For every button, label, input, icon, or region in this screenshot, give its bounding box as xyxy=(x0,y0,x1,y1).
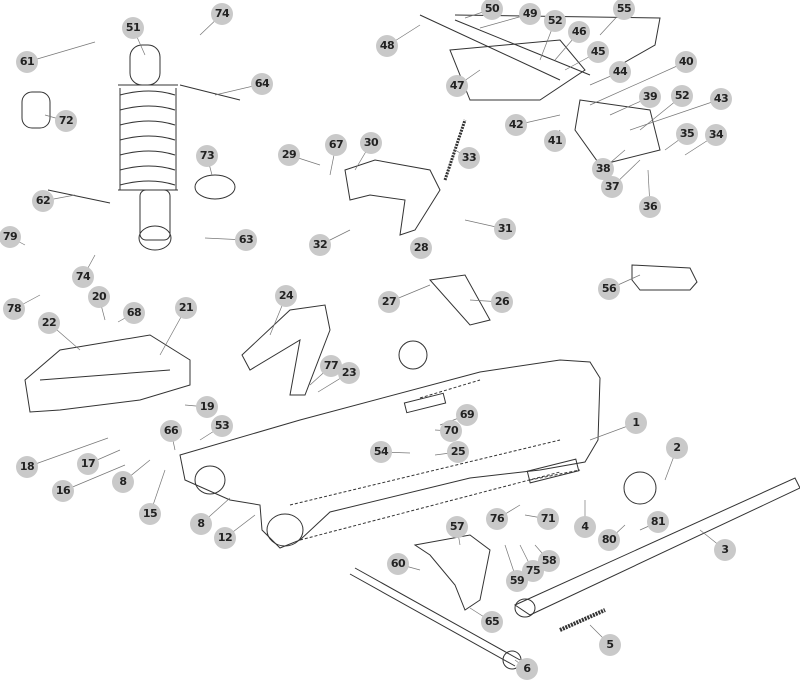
callout-20[interactable]: 20 xyxy=(88,286,110,308)
callout-52[interactable]: 52 xyxy=(671,85,693,107)
dogbone-link xyxy=(631,264,698,291)
callout-69[interactable]: 69 xyxy=(456,404,478,426)
callout-73[interactable]: 73 xyxy=(196,145,218,167)
callout-46[interactable]: 46 xyxy=(568,21,590,43)
callout-23[interactable]: 23 xyxy=(338,362,360,384)
callout-35[interactable]: 35 xyxy=(676,123,698,145)
callout-40[interactable]: 40 xyxy=(675,51,697,73)
callout-3[interactable]: 3 xyxy=(714,539,736,561)
callout-50[interactable]: 50 xyxy=(481,0,503,20)
callout-24[interactable]: 24 xyxy=(275,285,297,307)
chain-guide xyxy=(241,304,331,396)
shock-absorber xyxy=(118,44,178,251)
callout-4[interactable]: 4 xyxy=(574,516,596,538)
callout-48[interactable]: 48 xyxy=(376,35,398,57)
callout-16[interactable]: 16 xyxy=(52,480,74,502)
callout-15[interactable]: 15 xyxy=(139,503,161,525)
spring-5 xyxy=(559,608,606,632)
callout-12[interactable]: 12 xyxy=(214,527,236,549)
callout-28[interactable]: 28 xyxy=(410,237,432,259)
callout-67[interactable]: 67 xyxy=(325,134,347,156)
callout-30[interactable]: 30 xyxy=(360,132,382,154)
callout-39[interactable]: 39 xyxy=(639,86,661,108)
callout-26[interactable]: 26 xyxy=(491,291,513,313)
callout-44[interactable]: 44 xyxy=(609,61,631,83)
callout-25[interactable]: 25 xyxy=(447,441,469,463)
callout-54[interactable]: 54 xyxy=(370,441,392,463)
callout-66[interactable]: 66 xyxy=(160,420,182,442)
stand-bracket xyxy=(413,534,491,611)
callout-36[interactable]: 36 xyxy=(639,196,661,218)
callout-31[interactable]: 31 xyxy=(494,218,516,240)
callout-64[interactable]: 64 xyxy=(251,73,273,95)
callout-47[interactable]: 47 xyxy=(446,75,468,97)
callout-61[interactable]: 61 xyxy=(16,51,38,73)
callout-75[interactable]: 75 xyxy=(522,560,544,582)
leader-line xyxy=(629,98,722,131)
callout-18[interactable]: 18 xyxy=(16,456,38,478)
callout-53[interactable]: 53 xyxy=(211,415,233,437)
side-stand xyxy=(513,477,800,616)
callout-57[interactable]: 57 xyxy=(446,516,468,538)
callout-65[interactable]: 65 xyxy=(481,611,503,633)
swingarm xyxy=(179,359,601,549)
callout-76[interactable]: 76 xyxy=(486,508,508,530)
callout-77[interactable]: 77 xyxy=(320,355,342,377)
callout-34[interactable]: 34 xyxy=(705,124,727,146)
callout-56[interactable]: 56 xyxy=(598,278,620,300)
callout-79[interactable]: 79 xyxy=(0,226,21,248)
leader-line xyxy=(26,41,96,63)
chain-tensioner xyxy=(429,274,491,326)
callout-33[interactable]: 33 xyxy=(458,147,480,169)
callout-21[interactable]: 21 xyxy=(175,297,197,319)
callout-5[interactable]: 5 xyxy=(599,634,621,656)
callout-22[interactable]: 22 xyxy=(38,312,60,334)
callout-19[interactable]: 19 xyxy=(196,396,218,418)
callout-68[interactable]: 68 xyxy=(123,302,145,324)
leader-line xyxy=(589,61,687,106)
callout-6[interactable]: 6 xyxy=(516,658,538,680)
callout-2[interactable]: 2 xyxy=(666,437,688,459)
callout-8[interactable]: 8 xyxy=(190,513,212,535)
callout-49[interactable]: 49 xyxy=(519,3,541,25)
callout-41[interactable]: 41 xyxy=(544,130,566,152)
callout-27[interactable]: 27 xyxy=(378,291,400,313)
bracket xyxy=(344,159,441,236)
callout-45[interactable]: 45 xyxy=(587,41,609,63)
callout-1[interactable]: 1 xyxy=(625,412,647,434)
callout-29[interactable]: 29 xyxy=(278,144,300,166)
callout-37[interactable]: 37 xyxy=(601,176,623,198)
callout-71[interactable]: 71 xyxy=(537,508,559,530)
callout-42[interactable]: 42 xyxy=(505,114,527,136)
callout-81[interactable]: 81 xyxy=(647,511,669,533)
callout-17[interactable]: 17 xyxy=(77,453,99,475)
swingarm-axle xyxy=(349,567,521,667)
callout-74[interactable]: 74 xyxy=(72,266,94,288)
callout-78[interactable]: 78 xyxy=(3,298,25,320)
callout-55[interactable]: 55 xyxy=(613,0,635,20)
leader-line xyxy=(26,437,109,468)
callout-74[interactable]: 74 xyxy=(211,3,233,25)
callout-43[interactable]: 43 xyxy=(710,88,732,110)
chain-slider xyxy=(24,334,191,413)
callout-58[interactable]: 58 xyxy=(538,550,560,572)
callout-32[interactable]: 32 xyxy=(309,234,331,256)
chain-adjuster xyxy=(623,471,657,505)
callout-70[interactable]: 70 xyxy=(440,420,462,442)
callout-62[interactable]: 62 xyxy=(32,190,54,212)
callout-51[interactable]: 51 xyxy=(122,17,144,39)
callout-72[interactable]: 72 xyxy=(55,110,77,132)
callout-60[interactable]: 60 xyxy=(387,553,409,575)
callout-80[interactable]: 80 xyxy=(598,529,620,551)
callout-8[interactable]: 8 xyxy=(112,471,134,493)
callout-38[interactable]: 38 xyxy=(592,158,614,180)
callout-52[interactable]: 52 xyxy=(544,10,566,32)
callout-63[interactable]: 63 xyxy=(235,229,257,251)
